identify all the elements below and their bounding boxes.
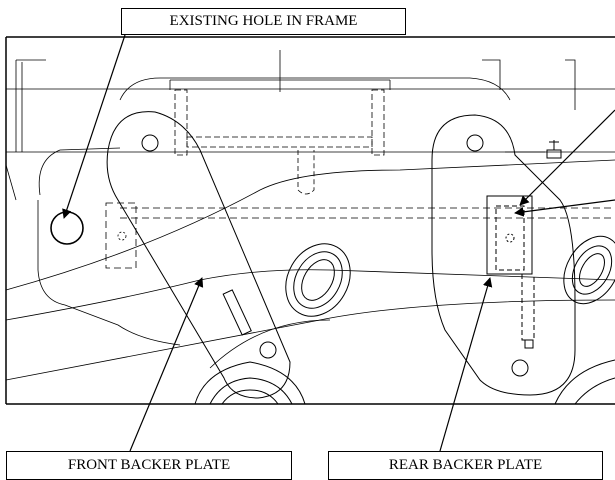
existing-hole [50,211,84,245]
right-slot-bushing [563,235,615,305]
leader-right-upper [519,109,615,206]
leader-right-lower [514,199,615,217]
center-slot-bushing [285,243,351,317]
leader-front-plate [129,277,204,452]
front-backer-plate [106,111,291,399]
upper-bracket [119,50,576,195]
leader-rear-plate [439,277,493,452]
rear-backer-plate-label: REAR BACKER PLATE [328,451,603,480]
rear-backer-plate [431,114,576,396]
leader-existing-hole [62,34,126,219]
existing-hole-label: EXISTING HOLE IN FRAME [121,8,406,35]
dashed-crossmember [105,202,615,269]
lower-wheel-arcs [194,359,615,405]
frame-rail-outline [5,147,615,381]
leader-lines [62,34,615,452]
front-backer-plate-label: FRONT BACKER PLATE [6,451,292,480]
bolt-icon [546,140,562,159]
